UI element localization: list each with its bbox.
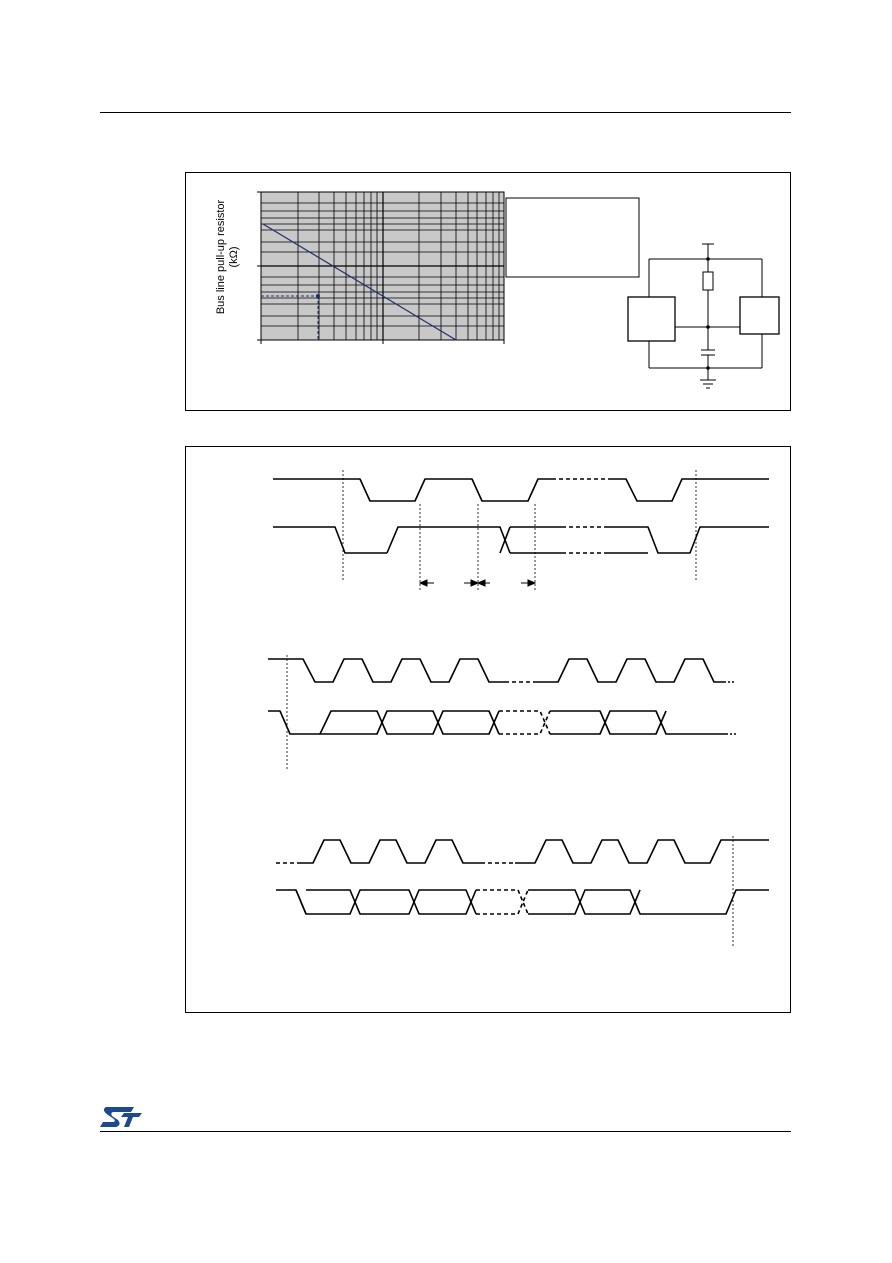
legend-box <box>505 197 640 278</box>
figure-pullup-frame <box>185 172 791 411</box>
reference-markers <box>261 295 319 340</box>
reference-point <box>316 294 320 298</box>
timing-arrows <box>418 579 537 587</box>
scl-waveform-start <box>273 478 769 502</box>
pullup-curve <box>262 223 457 341</box>
scl-waveform-data <box>268 658 736 683</box>
timing-diagram <box>268 478 769 915</box>
footer-rule <box>100 1131 791 1132</box>
pullup-resistor-symbol <box>702 271 714 291</box>
plot-grid <box>261 192 504 340</box>
st-logo <box>100 1107 142 1127</box>
master-device-box <box>627 296 676 342</box>
timing-reference-lines <box>286 470 734 948</box>
sda-waveform-start <box>273 526 769 554</box>
header-rule <box>100 112 791 113</box>
sda-waveform-stop <box>276 889 769 915</box>
bus-schematic <box>627 243 780 389</box>
pullup-plot <box>257 191 640 344</box>
axis-ticks <box>257 191 505 344</box>
ground-symbol <box>700 379 716 389</box>
figure-timing-frame <box>185 446 791 1013</box>
sda-waveform-data <box>268 710 736 735</box>
scl-waveform-stop <box>276 839 769 864</box>
slave-device-box <box>739 296 780 335</box>
